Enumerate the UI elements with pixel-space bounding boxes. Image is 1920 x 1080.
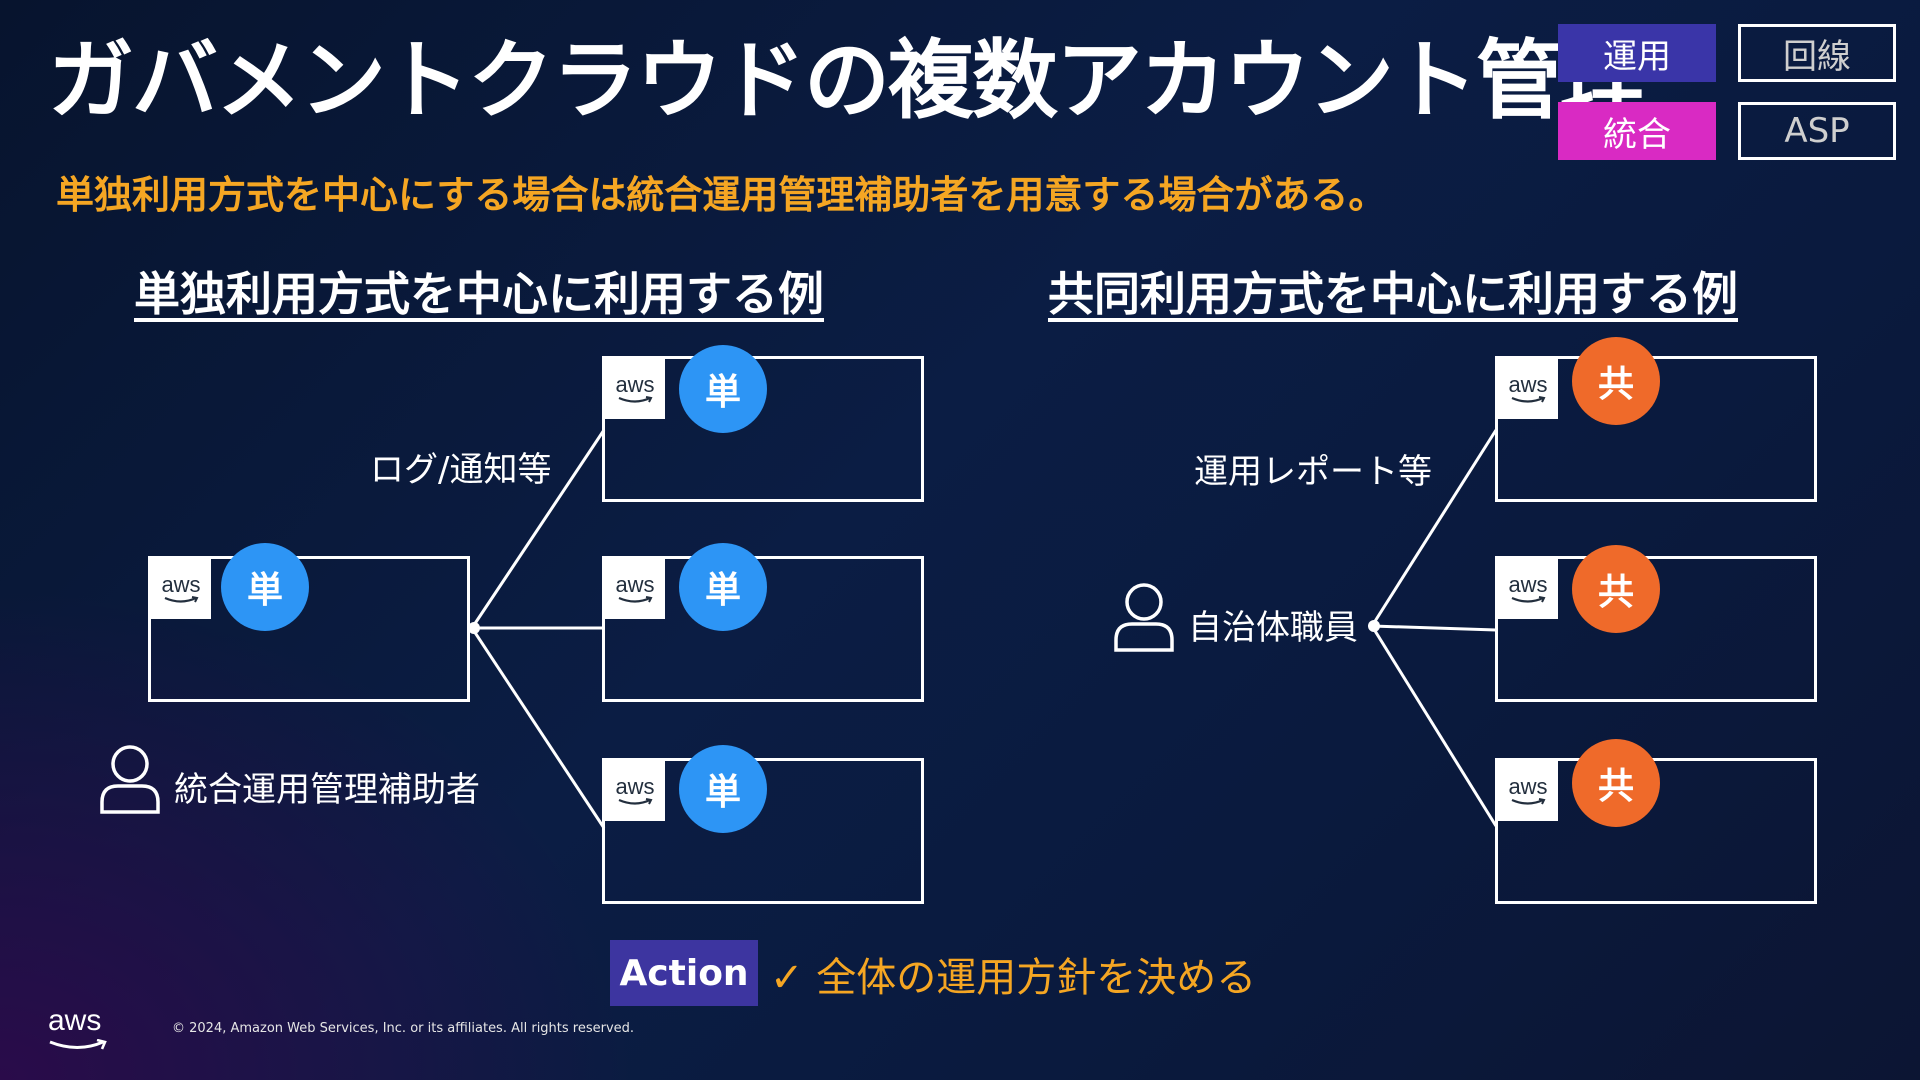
right-account-1: aws 共 <box>1495 337 1817 502</box>
action-text: ✓ 全体の運用方針を決める <box>770 945 1256 1003</box>
shared-use-badge: 共 <box>1572 337 1660 425</box>
left-account-3: aws 単 <box>602 745 924 904</box>
right-connection-label: 運用レポート等 <box>1194 452 1432 492</box>
connector-node-right <box>1368 620 1380 632</box>
copyright-text: © 2024, Amazon Web Services, Inc. or its… <box>172 1021 635 1036</box>
connector-left-top <box>470 429 606 629</box>
check-icon: ✓ <box>770 955 804 1001</box>
connector-left-bottom <box>470 627 606 829</box>
aws-logo-icon: aws <box>151 559 211 619</box>
aws-logo-icon: aws <box>605 559 665 619</box>
aws-logo-icon: aws <box>1498 559 1558 619</box>
right-person-label: 自治体職員 <box>1188 608 1358 648</box>
left-account-1: aws 単 <box>602 345 924 502</box>
connector-node-left <box>468 622 480 634</box>
single-use-badge: 単 <box>679 345 767 433</box>
action-badge: Action <box>610 940 758 1006</box>
left-connection-label: ログ/通知等 <box>370 450 552 490</box>
aws-footer-logo: aws <box>48 1006 108 1055</box>
page-subtitle: 単独利用方式を中心にする場合は統合運用管理補助者を用意する場合がある。 <box>56 173 1387 217</box>
aws-logo-icon: aws <box>605 359 665 419</box>
single-use-badge: 単 <box>221 543 309 631</box>
left-hub-account: aws 単 <box>148 543 470 702</box>
single-use-badge: 単 <box>679 745 767 833</box>
shared-use-badge: 共 <box>1572 545 1660 633</box>
action-description: 全体の運用方針を決める <box>816 955 1257 1001</box>
person-icon <box>98 744 162 818</box>
left-person-label: 統合運用管理補助者 <box>174 770 480 810</box>
connector-right-bottom <box>1370 625 1498 827</box>
connector-right-top <box>1370 429 1498 627</box>
person-icon <box>1112 582 1176 656</box>
right-account-2: aws 共 <box>1495 545 1817 702</box>
aws-logo-icon: aws <box>1498 761 1558 821</box>
connector-right-mid <box>1371 624 1497 632</box>
page-title: ガバメントクラウドの複数アカウント管理 <box>48 31 1646 131</box>
right-section-heading: 共同利用方式を中心に利用する例 <box>1048 267 1738 321</box>
right-account-3: aws 共 <box>1495 739 1817 904</box>
single-use-badge: 単 <box>679 543 767 631</box>
left-section-heading: 単独利用方式を中心に利用する例 <box>134 267 824 321</box>
left-account-2: aws 単 <box>602 543 924 702</box>
aws-logo-icon: aws <box>605 761 665 821</box>
tag-tougou: 統合 <box>1558 102 1716 160</box>
tag-kaisen: 回線 <box>1738 24 1896 82</box>
aws-logo-icon: aws <box>1498 359 1558 419</box>
shared-use-badge: 共 <box>1572 739 1660 827</box>
tag-asp: ASP <box>1738 102 1896 160</box>
tag-unyou: 運用 <box>1558 24 1716 82</box>
